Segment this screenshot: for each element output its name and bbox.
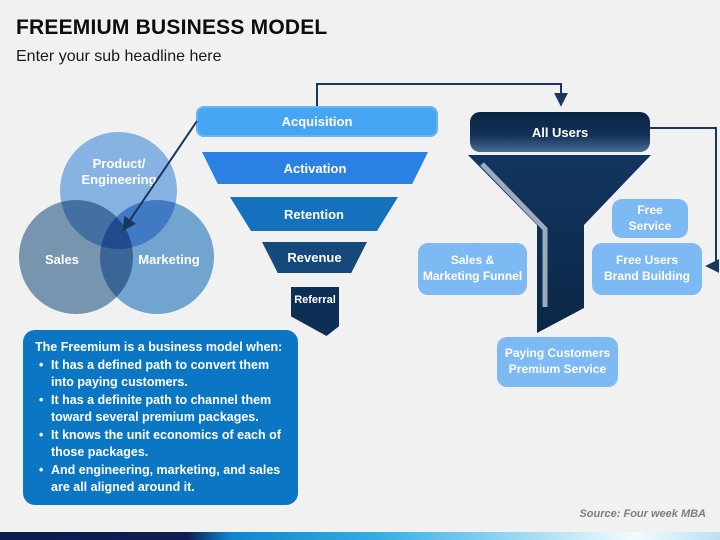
info-bullet: It knows the unit economics of each of t…	[39, 427, 286, 460]
funnel-stage-label: Revenue	[287, 250, 342, 265]
funnel-stage-label: Referral	[294, 294, 336, 306]
page-subtitle: Enter your sub headline here	[16, 48, 222, 65]
chip-paying-customers: Paying Customers Premium Service	[497, 337, 618, 387]
funnel-stage-revenue: Revenue	[262, 242, 367, 273]
funnel-stage-retention: Retention	[230, 197, 398, 231]
chip-sales-marketing-funnel: Sales & Marketing Funnel	[418, 243, 527, 295]
funnel-stage-acquisition: Acquisition	[196, 106, 438, 137]
bottom-accent-bar	[0, 532, 720, 540]
funnel-stage-label: Retention	[284, 206, 344, 222]
source-credit: Source: Four week MBA	[579, 508, 706, 520]
info-box-title: The Freemium is a business model when:	[35, 340, 283, 354]
info-bullet: It has a definite path to channel them t…	[39, 392, 286, 425]
freemium-definition-box: The Freemium is a business model when: I…	[23, 330, 298, 505]
venn-label-product-engineering: Product/ Engineering	[81, 155, 157, 187]
all-users-bar: All Users	[470, 112, 650, 152]
all-users-label: All Users	[531, 124, 589, 140]
venn-label-marketing: Marketing	[138, 251, 200, 267]
funnel-stage-activation: Activation	[202, 152, 428, 184]
chip-free-service: Free Service	[612, 199, 688, 238]
chip-free-users-brand-building: Free Users Brand Building	[592, 243, 702, 295]
page-title: FREEMIUM BUSINESS MODEL	[16, 16, 328, 39]
info-bullet: It has a defined path to convert them in…	[39, 357, 286, 390]
connector-acquisition-to-all-users	[316, 83, 568, 107]
info-box-bullet-list: It has a defined path to convert them in…	[35, 357, 286, 495]
funnel-stage-label: Acquisition	[281, 114, 353, 129]
info-bullet: And engineering, marketing, and sales ar…	[39, 462, 286, 495]
funnel-stage-referral: Referral	[291, 287, 339, 336]
venn-label-sales: Sales	[45, 251, 79, 267]
funnel-stage-label: Activation	[283, 160, 347, 176]
